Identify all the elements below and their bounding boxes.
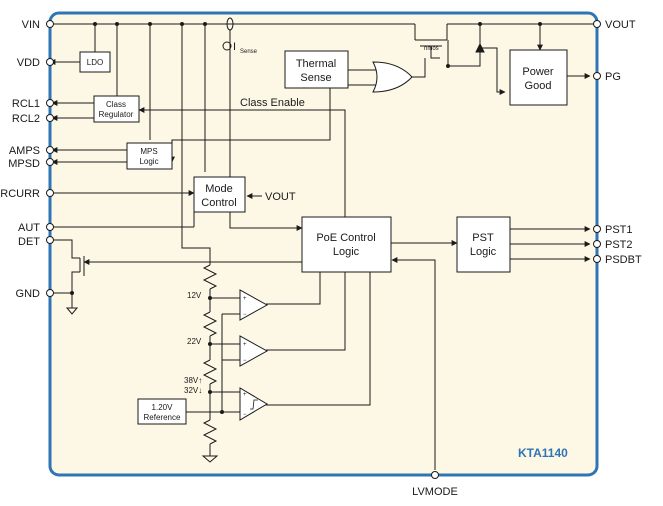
- svg-text:Logic: Logic: [333, 246, 360, 258]
- svg-text:GND: GND: [16, 288, 41, 300]
- svg-text:RCL2: RCL2: [12, 113, 40, 125]
- svg-text:AMPS: AMPS: [9, 145, 40, 157]
- svg-text:PSDBT: PSDBT: [605, 254, 642, 266]
- pin-gnd: GND: [16, 288, 54, 300]
- class-enable-label: Class Enable: [240, 97, 305, 109]
- svg-text:Power: Power: [522, 66, 554, 78]
- pin-pg: PG: [567, 71, 621, 83]
- ldo-block: LDO: [79, 51, 111, 73]
- svg-text:VOUT: VOUT: [605, 19, 636, 31]
- pin-aut: AUT: [18, 222, 54, 234]
- svg-text:Logic: Logic: [139, 157, 158, 166]
- svg-text:1.20V: 1.20V: [152, 403, 174, 412]
- reference-block: 1.20V Reference: [137, 398, 187, 425]
- pin-vout: VOUT: [593, 19, 636, 31]
- pin-rcurr: RCURR: [0, 188, 54, 200]
- nmos-label: nmos: [424, 46, 439, 52]
- class-regulator-block: Class Regulator: [93, 95, 140, 123]
- comparator-22v: + −: [239, 335, 269, 367]
- svg-text:DET: DET: [18, 236, 40, 248]
- svg-text:Reference: Reference: [144, 413, 181, 422]
- svg-text:Logic: Logic: [470, 246, 497, 258]
- poe-control-logic-block: PoE Control Logic: [301, 216, 392, 273]
- svg-text:RCURR: RCURR: [0, 188, 40, 200]
- svg-text:AUT: AUT: [18, 222, 40, 234]
- svg-text:PST2: PST2: [605, 239, 633, 251]
- comparator-12v: + −: [239, 289, 269, 321]
- svg-text:Thermal: Thermal: [296, 58, 336, 70]
- svg-text:−: −: [243, 412, 247, 418]
- svg-text:Regulator: Regulator: [99, 110, 134, 119]
- pin-vdd: VDD: [17, 57, 54, 69]
- pin-pst1: PST1: [593, 224, 633, 236]
- svg-text:Sense: Sense: [300, 72, 331, 84]
- svg-text:+: +: [243, 342, 247, 348]
- wiring: [49, 23, 597, 470]
- pst-logic-block: PST Logic: [456, 216, 511, 273]
- current-sense-ring: [222, 17, 234, 51]
- svg-text:LVMODE: LVMODE: [412, 486, 458, 498]
- pin-rcl2: RCL2: [12, 113, 54, 125]
- thermal-sense-block: Thermal Sense: [284, 50, 349, 89]
- svg-text:Mode: Mode: [205, 183, 233, 195]
- isense-sub-label: Sense: [240, 49, 258, 55]
- pin-mpsd: MPSD: [8, 158, 54, 170]
- pin-psdbt: PSDBT: [593, 254, 642, 266]
- svg-text:−: −: [243, 312, 247, 318]
- power-good-block: Power Good: [509, 49, 568, 106]
- or-gate: [372, 61, 413, 93]
- tap-22v-label: 22V: [187, 337, 202, 346]
- pin-pst2: PST2: [593, 239, 633, 251]
- mode-control-block: Mode Control: [193, 176, 246, 213]
- svg-text:Good: Good: [525, 80, 552, 92]
- mode-vout-label: VOUT: [265, 191, 296, 203]
- svg-text:PG: PG: [605, 71, 621, 83]
- pin-amps: AMPS: [9, 145, 54, 157]
- tap-12v-label: 12V: [187, 291, 202, 300]
- svg-text:PoE Control: PoE Control: [316, 232, 375, 244]
- svg-text:+: +: [243, 392, 247, 398]
- svg-text:RCL1: RCL1: [12, 98, 40, 110]
- svg-text:VDD: VDD: [17, 57, 40, 69]
- pin-vin: VIN: [22, 19, 54, 31]
- junctions: [70, 22, 542, 414]
- chip-name: KTA1140: [518, 446, 568, 460]
- tap-38v-label: 38V↑: [184, 376, 202, 385]
- svg-text:Class: Class: [106, 100, 126, 109]
- svg-text:PST1: PST1: [605, 224, 633, 236]
- pin-det: DET: [18, 236, 54, 248]
- pin-lvmode: LVMODE: [412, 471, 458, 498]
- svg-text:+: +: [243, 296, 247, 302]
- svg-text:LDO: LDO: [87, 58, 103, 67]
- svg-text:−: −: [243, 358, 247, 364]
- svg-text:MPS: MPS: [140, 147, 157, 156]
- comparator-hysteresis: + −: [239, 387, 268, 421]
- svg-text:Control: Control: [201, 197, 236, 209]
- isense-label: I: [233, 41, 236, 53]
- svg-text:PST: PST: [472, 232, 494, 244]
- svg-text:VIN: VIN: [22, 19, 40, 31]
- tap-32v-label: 32V↓: [184, 386, 202, 395]
- svg-text:MPSD: MPSD: [8, 158, 40, 170]
- pin-rcl1: RCL1: [12, 98, 54, 110]
- mps-logic-block: MPS Logic: [126, 142, 173, 170]
